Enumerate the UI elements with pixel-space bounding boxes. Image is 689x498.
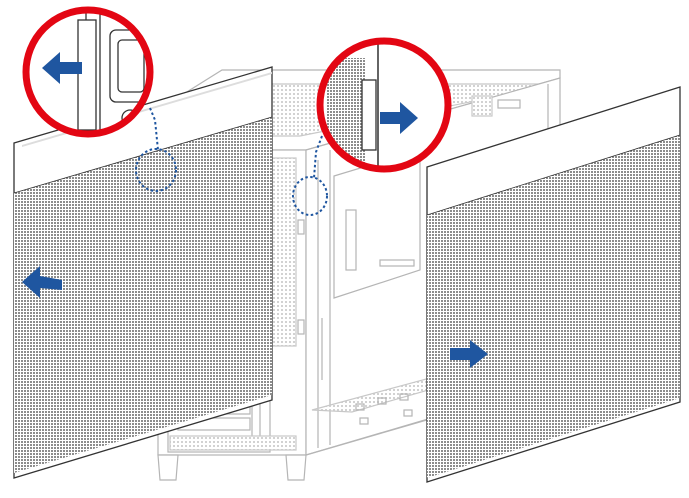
- left-callout: [22, 6, 154, 138]
- right-callout-arrow: [380, 102, 418, 134]
- left-callout-ring: [22, 6, 154, 138]
- case-foot-left: [157, 454, 179, 481]
- right-latch-marker: [292, 176, 328, 216]
- latch-markers: [135, 107, 328, 216]
- left-callout-arrow: [42, 52, 82, 84]
- right-side-panel: [426, 86, 681, 483]
- right-leader-line: [313, 135, 323, 179]
- case-foot-right: [285, 454, 307, 481]
- right-panel-arrow: [450, 340, 488, 368]
- right-panel-mesh: [427, 135, 680, 478]
- left-latch-marker: [135, 148, 177, 192]
- left-panel-arrow: [22, 266, 62, 298]
- left-panel-mesh: [14, 117, 272, 473]
- right-callout-ring: [316, 37, 452, 173]
